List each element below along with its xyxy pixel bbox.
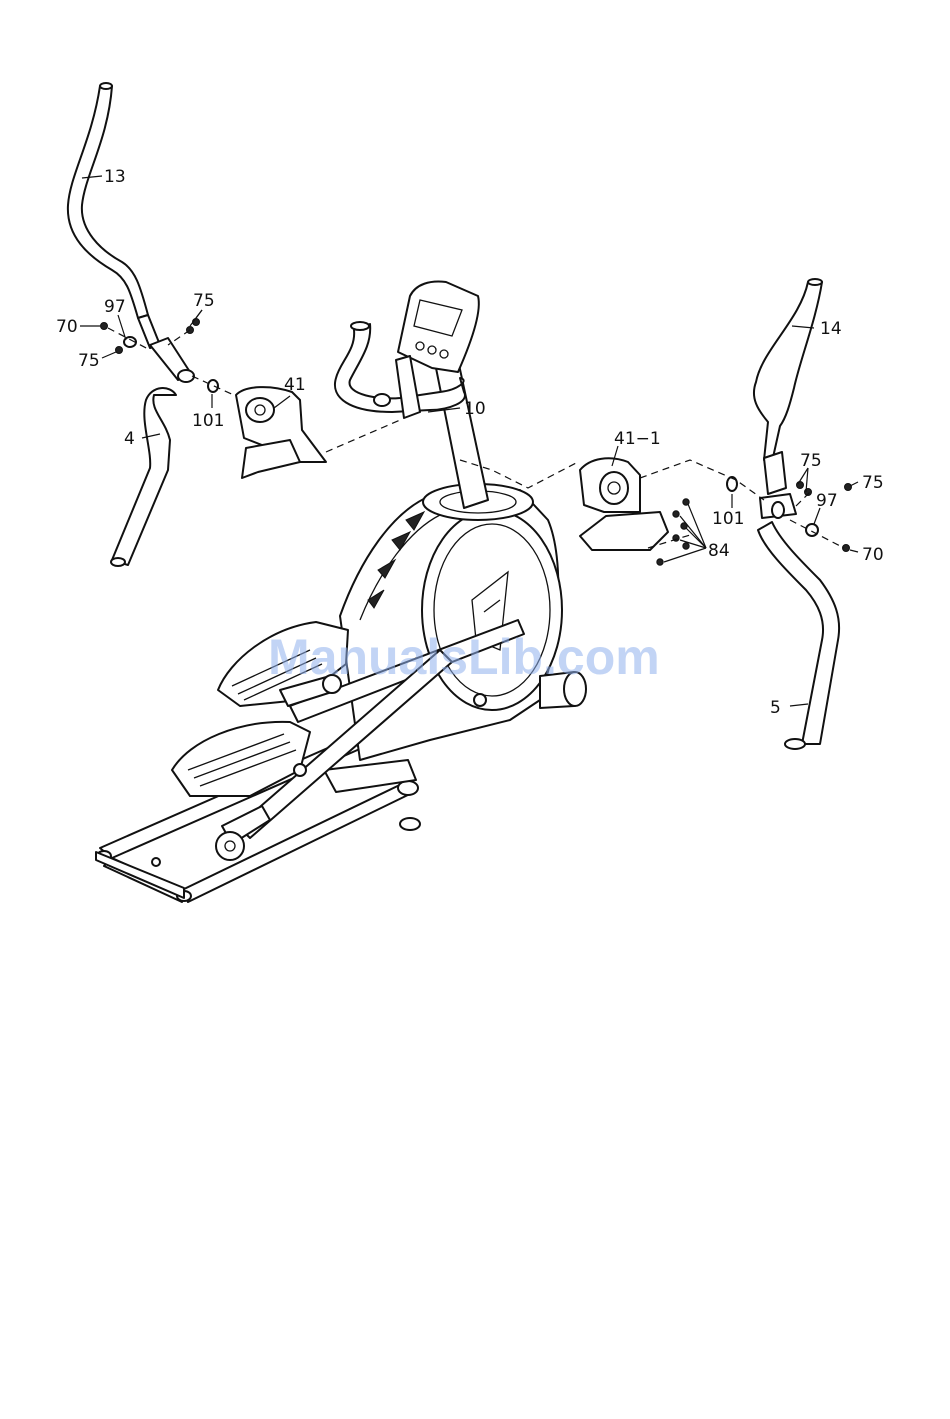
watermark: ManualsLib.com	[268, 629, 660, 685]
label-75-right-b: 75	[862, 473, 884, 493]
right-cover-41-1	[580, 458, 689, 565]
left-cover-41	[236, 387, 326, 478]
elliptical-machine	[96, 282, 586, 902]
label-4: 4	[124, 429, 135, 449]
label-97-left: 97	[104, 297, 126, 317]
left-lower-arm	[111, 338, 194, 566]
label-13: 13	[104, 167, 126, 187]
label-14: 14	[820, 319, 842, 339]
label-101-right: 101	[712, 509, 744, 529]
label-70-right: 70	[862, 545, 884, 565]
label-97-right: 97	[816, 491, 838, 511]
label-10: 10	[464, 399, 486, 419]
label-41: 41	[284, 375, 306, 395]
label-84: 84	[708, 541, 730, 561]
label-75-right-a: 75	[800, 451, 822, 471]
label-101-left: 101	[192, 411, 224, 431]
label-5: 5	[770, 698, 781, 718]
label-70-left: 70	[56, 317, 78, 337]
label-75-left-bottom: 75	[78, 351, 100, 371]
label-75-left-top: 75	[193, 291, 215, 311]
label-41-1: 41−1	[614, 429, 661, 449]
